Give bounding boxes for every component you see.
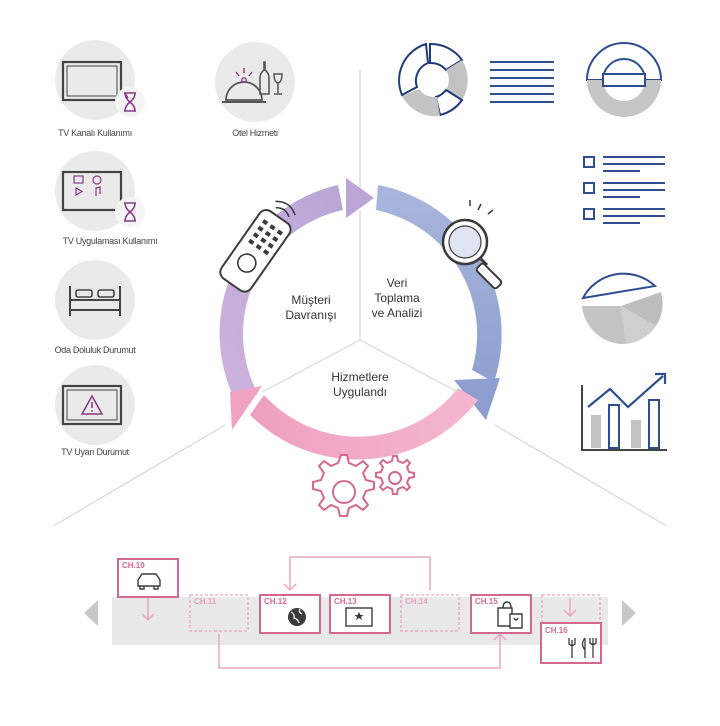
hotel-service-icon — [215, 42, 295, 122]
channel-label: CH.11 — [194, 597, 217, 606]
tv-channel-usage-label: TV Kanalı Kullanımı — [58, 128, 132, 138]
channel-label: CH.13 — [334, 597, 357, 606]
stage-data-analysis: Veri Toplama ve Analizi — [362, 276, 432, 321]
room-occupancy-label: Oda Doluluk Durumut — [54, 345, 136, 355]
tv-warning-label: TV Uyarı Durumut — [61, 447, 129, 457]
tv-channel-icon — [55, 40, 145, 120]
magnifier-icon — [441, 200, 503, 290]
ring-chart-icon — [585, 42, 663, 117]
channel-label: CH.10 — [122, 561, 145, 570]
strip-right-arrow-icon — [622, 600, 636, 626]
channel-label: CH.16 — [545, 626, 568, 635]
remote-control-icon — [219, 200, 296, 293]
strip-left-arrow-icon — [84, 600, 98, 626]
channel-strip: CH.10 CH.11 CH.12 CH.13 CH.14 CH.15 CH.1… — [84, 556, 636, 669]
stage-text: Veri — [386, 276, 408, 290]
stage-text: ve Analizi — [371, 306, 423, 320]
bar-line-chart-icon — [581, 372, 667, 451]
stage-text: Davranışı — [285, 308, 337, 322]
stage-customer-behavior: Müşteri Davranışı — [275, 293, 347, 323]
tv-app-icon — [55, 151, 145, 231]
channel-label: CH.15 — [475, 597, 498, 606]
tv-warning-icon — [55, 365, 135, 445]
stage-text: Hizmetlere — [331, 370, 389, 384]
donut-chart-icon — [398, 42, 554, 117]
hotel-service-label: Otel Hizmeti — [232, 128, 278, 138]
separator-lines — [54, 70, 666, 526]
tv-app-usage-label: TV Uygulaması Kullanımı — [62, 236, 158, 246]
checklist-icon — [583, 156, 665, 224]
stage-text: Müşteri — [291, 293, 331, 307]
channel-label: CH.12 — [264, 597, 287, 606]
bed-icon — [55, 260, 135, 340]
channel-label: CH.14 — [405, 597, 428, 606]
stage-services-applied: Hizmetlere Uygulandı — [318, 370, 402, 400]
stage-text: Toplama — [374, 291, 420, 305]
stage-text: Uygulandı — [332, 385, 388, 399]
gears-icon — [312, 454, 415, 517]
pie-chart-icon — [581, 272, 663, 345]
